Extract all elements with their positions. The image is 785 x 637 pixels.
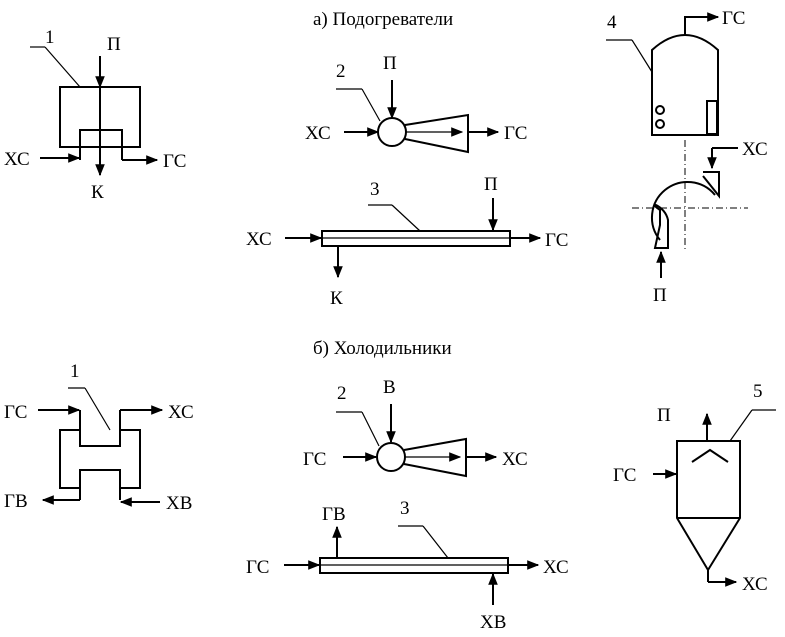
cooler-3-leader — [422, 525, 449, 559]
heater-2-steam-label: П — [383, 53, 397, 74]
cooler-1-hot-water-label: ГВ — [4, 491, 28, 512]
heater-1-steam-label: П — [107, 34, 121, 55]
cooler-1: ГС ХС ГВ ХВ 1 — [4, 361, 194, 514]
coolers-title: б) Холодильники — [313, 338, 452, 359]
cooler-5-cold-out-label: ХС — [742, 574, 768, 595]
heater-1-hot-out-label: ГС — [163, 151, 186, 172]
heater-3-number: 3 — [370, 179, 380, 200]
cooler-3-number: 3 — [400, 498, 410, 519]
heater-3-leader — [391, 204, 421, 232]
heater-1: 1 П К ХС ГС — [4, 27, 186, 203]
heater-3: 3 П ХС ГС К — [246, 174, 568, 309]
cooler-3-hot-in-label: ГС — [246, 557, 269, 578]
heater-4-steam-nozzle — [653, 203, 669, 249]
heaters-title: а) Подогреватели — [313, 9, 453, 30]
heater-3-hot-out-label: ГС — [545, 230, 568, 251]
heater-2-cold-in-label: ХС — [305, 123, 331, 144]
heater-4-cold-in-label: ХС — [742, 139, 768, 160]
cooler-2: 2 В ГС ХС — [303, 377, 528, 478]
heater-4-vessel — [651, 34, 719, 136]
heater-4-leader — [631, 39, 653, 73]
heater-4: ГС 4 ХС П — [606, 8, 768, 306]
heater-4-mixer — [650, 181, 716, 241]
cooler-1-number: 1 — [70, 361, 80, 382]
cooler-1-leader — [84, 387, 111, 431]
cooler-2-hot-in-label: ГС — [303, 449, 326, 470]
heater-1-leader — [44, 46, 81, 88]
heater-3-cold-in-label: ХС — [246, 229, 272, 250]
heater-2-hot-out-label: ГС — [504, 123, 527, 144]
cooler-5-steam-out-label: П — [657, 405, 671, 426]
heater-2-chamber — [377, 117, 407, 147]
cooler-1-hot-in-label: ГС — [4, 402, 27, 423]
cooler-5-deflector — [691, 448, 729, 463]
heater-1-number: 1 — [45, 27, 55, 48]
cooler-3: 3 ГВ ГС ХС ХВ — [246, 498, 569, 633]
cooler-1-cold-water-label: ХВ — [166, 493, 192, 514]
cooler-5: П 5 ГС ХС — [613, 381, 776, 595]
cooler-3-cold-out-label: ХС — [543, 557, 569, 578]
heater-2: 2 П ХС ГС — [305, 53, 527, 154]
cooler-5-number: 5 — [753, 381, 763, 402]
heater-2-diffuser — [404, 113, 469, 154]
heater-2-number: 2 — [336, 61, 346, 82]
heater-1-cold-in-label: ХС — [4, 149, 30, 170]
cooler-2-leader — [361, 411, 380, 447]
heater-1-condensate-label: К — [91, 182, 104, 203]
cooler-5-hot-in-label: ГС — [613, 465, 636, 486]
heater-3-condensate-label: К — [330, 288, 343, 309]
heater-4-gauge — [706, 100, 718, 135]
cooler-2-chamber — [376, 442, 406, 472]
heater-3-steam-label: П — [484, 174, 498, 195]
cooler-1-cold-out-label: ХС — [168, 402, 194, 423]
heater-4-cold-nozzle — [702, 171, 720, 199]
cooler-5-leader — [729, 409, 753, 442]
cooler-3-cold-water-label: ХВ — [480, 612, 506, 633]
cooler-2-number: 2 — [337, 383, 347, 404]
cooler-5-vessel — [676, 440, 741, 572]
heater-2-leader — [361, 88, 381, 122]
heater-4-number: 4 — [607, 12, 617, 33]
heater-4-hot-out-label: ГС — [722, 8, 745, 29]
cooler-3-hot-water-label: ГВ — [322, 504, 346, 525]
cooler-1-body — [59, 429, 141, 489]
heater-4-steam-label: П — [653, 285, 667, 306]
cooler-2-water-label: В — [383, 377, 396, 398]
cooler-2-cold-out-label: ХС — [502, 449, 528, 470]
